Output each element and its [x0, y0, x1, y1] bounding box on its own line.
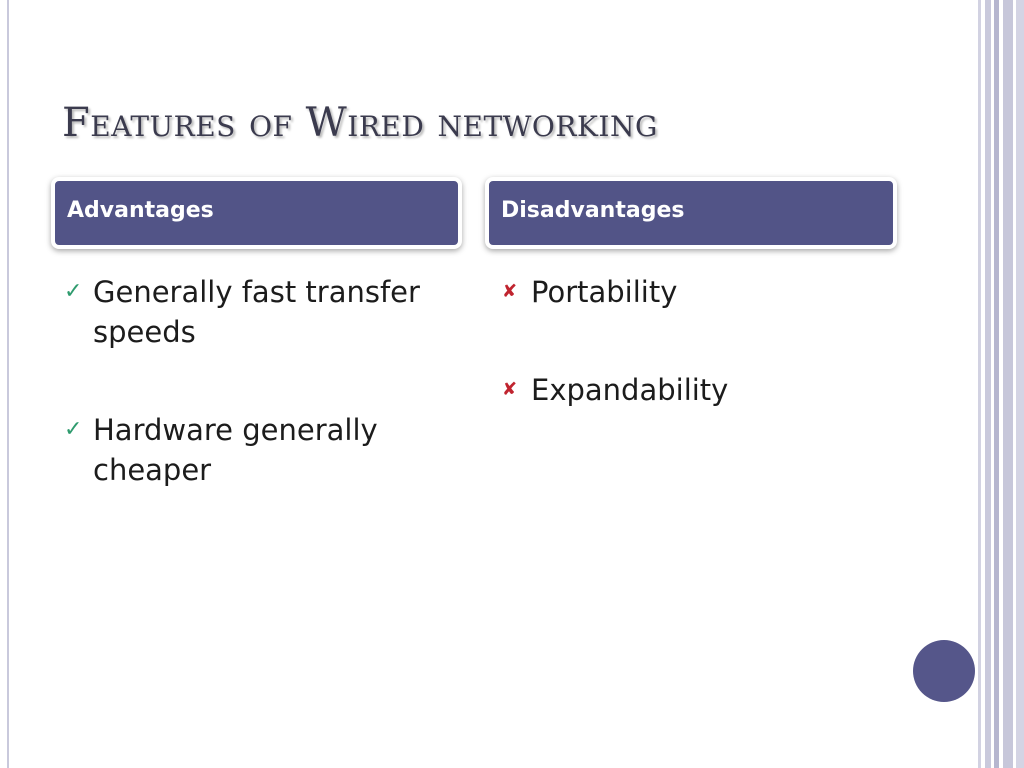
advantages-header-label: Advantages	[67, 198, 214, 223]
advantage-item-text: Hardware generally cheaper	[93, 413, 378, 487]
left-border-line	[7, 0, 9, 768]
cross-icon: ✘	[502, 379, 518, 400]
advantage-item: ✓ Hardware generally cheaper	[64, 410, 444, 490]
advantages-header: Advantages	[51, 177, 462, 249]
disadvantages-list: ✘ Portability ✘ Expandability	[502, 272, 882, 468]
check-icon: ✓	[64, 279, 83, 304]
disadvantages-header-label: Disadvantages	[501, 198, 685, 223]
slide-title: Features of Wired networking	[62, 100, 658, 146]
check-icon: ✓	[64, 417, 83, 442]
advantage-item: ✓ Generally fast transfer speeds	[64, 272, 444, 352]
right-stripe	[994, 0, 999, 768]
decorative-circle	[913, 640, 975, 702]
right-stripe	[1003, 0, 1013, 768]
advantage-item-text: Generally fast transfer speeds	[93, 275, 420, 349]
right-stripe	[1016, 0, 1024, 768]
cross-icon: ✘	[502, 281, 518, 302]
right-stripe	[978, 0, 981, 768]
disadvantage-item: ✘ Expandability	[502, 370, 882, 410]
advantages-list: ✓ Generally fast transfer speeds ✓ Hardw…	[64, 272, 444, 548]
right-stripe	[985, 0, 991, 768]
disadvantage-item: ✘ Portability	[502, 272, 882, 312]
disadvantage-item-text: Portability	[531, 275, 678, 309]
disadvantages-header: Disadvantages	[485, 177, 897, 249]
disadvantage-item-text: Expandability	[531, 373, 729, 407]
